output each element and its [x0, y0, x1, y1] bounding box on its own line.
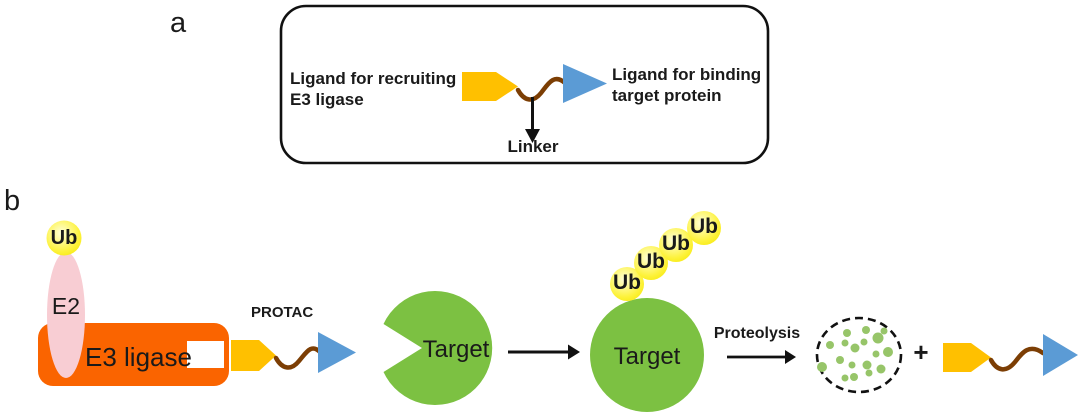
target-caption: Target: [422, 336, 490, 363]
ternary-target-caption: Target: [613, 343, 681, 370]
reaction-arrow-1-head: [568, 344, 580, 360]
proteolysis-arrowhead: [785, 350, 796, 364]
polyub-circle-1: [610, 267, 644, 301]
e2-ellipse: [47, 252, 85, 378]
target-pacman: [383, 291, 493, 405]
polyub-caption-3: Ub: [662, 232, 690, 255]
proteolysis-caption: Proteolysis: [713, 325, 801, 342]
recycled-protac-target-ligand-shape: [1043, 334, 1078, 376]
ternary-target-circle: [590, 298, 704, 412]
ub-caption: Ub: [50, 227, 78, 249]
recruit-ligand-caption: Ligand for recruiting E3 ligase: [290, 69, 457, 109]
recycled-protac-e3-ligand-shape: [943, 343, 991, 372]
recycled-protac-linker-squiggle: [988, 346, 1046, 372]
e3-binding-pocket: [187, 341, 224, 368]
target-ligand-shape: [563, 64, 607, 103]
protac-target-ligand-shape: [318, 332, 356, 373]
polyub-caption-1: Ub: [613, 271, 641, 294]
ub-circle: [46, 220, 82, 256]
e2-caption: E2: [51, 293, 81, 319]
polyub-caption-2: Ub: [637, 250, 665, 273]
protac-linker-squiggle: [273, 346, 323, 370]
polyub-circle-3: [659, 228, 693, 262]
panel-a-label: a: [170, 7, 187, 39]
linker-squiggle: [515, 76, 568, 102]
polyub-circle-2: [634, 246, 668, 280]
linker-caption: Linker: [507, 137, 559, 156]
e3-ligase-caption: E3 ligase: [85, 342, 192, 372]
panel-a-box: [279, 4, 770, 165]
e3-ligand-shape: [462, 72, 518, 101]
linker-pointer-arrowhead: [525, 129, 540, 143]
protac-caption: PROTAC: [251, 304, 314, 321]
plus-sign: +: [913, 337, 929, 367]
protac-e3-ligand-shape: [231, 340, 276, 371]
e3-ligase-body: [38, 323, 229, 386]
polyub-circle-4: [687, 211, 721, 245]
binding-ligand-caption: Ligand for binding target protein: [612, 65, 762, 105]
panel-b-label: b: [4, 185, 21, 217]
degraded-protein-dots: [817, 326, 893, 382]
polyub-caption-4: Ub: [690, 215, 718, 238]
